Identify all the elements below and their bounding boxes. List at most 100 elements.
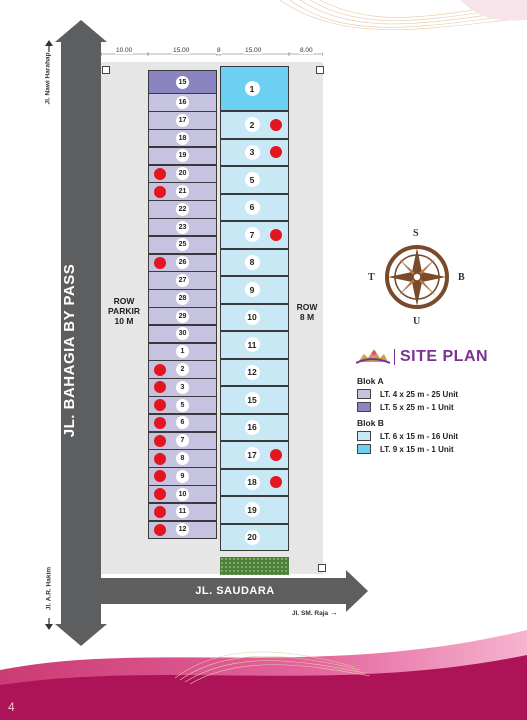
lot-a[interactable]: 28 (148, 289, 217, 308)
lot-number: 6 (176, 416, 189, 430)
decorative-wave-bottom (0, 630, 527, 720)
lot-number: 16 (244, 419, 260, 435)
lot-number: 12 (244, 364, 260, 380)
lot-b[interactable]: 12 (220, 358, 289, 386)
road-vertical (61, 38, 101, 625)
row-right-line1: ROW (296, 302, 318, 312)
lot-b[interactable]: 8 (220, 248, 289, 276)
dim-1: 10.00 (115, 47, 134, 54)
lot-number: 26 (176, 256, 189, 270)
corner-marker-top-right (316, 66, 324, 74)
lot-number: 1 (244, 81, 260, 96)
lot-number: 30 (176, 327, 189, 341)
sold-marker (154, 452, 166, 465)
sold-marker (154, 523, 166, 536)
sold-marker (154, 399, 166, 412)
lot-a[interactable]: 27 (148, 271, 217, 290)
lot-b[interactable]: 9 (220, 276, 289, 304)
lot-a[interactable]: 15 (148, 70, 217, 94)
row-left-line1: ROW (113, 296, 135, 306)
sold-marker (154, 417, 166, 429)
compass-icon (385, 245, 449, 309)
lot-a[interactable]: 1 (148, 342, 217, 361)
lot-a[interactable]: 29 (148, 307, 217, 326)
lot-b[interactable]: 20 (220, 523, 289, 551)
decorative-wave-top (279, 0, 527, 30)
lot-number: 28 (176, 291, 189, 305)
compass-label-top: S (413, 228, 419, 239)
lot-number: 11 (176, 505, 189, 519)
lot-b[interactable]: 5 (220, 166, 289, 194)
road-arrow-bottom (55, 624, 107, 646)
row-left-line3: 10 M (114, 316, 134, 326)
lot-a[interactable]: 5 (148, 396, 217, 415)
dim-5: 8.00 (299, 47, 314, 54)
sold-marker (270, 228, 282, 241)
logo-icon (356, 349, 390, 364)
legend-item-b2: LT. 9 x 15 m - 1 Unit (357, 444, 454, 454)
row-left-line2: PARKIR (108, 306, 140, 316)
lot-a[interactable]: 16 (148, 93, 217, 112)
lot-number: 6 (244, 199, 260, 215)
arrow-top-left (45, 40, 53, 52)
sold-marker (270, 476, 282, 489)
lot-a[interactable]: 2 (148, 360, 217, 379)
lot-number: 1 (176, 345, 189, 359)
lot-number: 3 (176, 380, 189, 394)
corner-marker-top-left (102, 66, 110, 74)
sold-marker (154, 506, 166, 518)
lot-number: 15 (176, 75, 189, 89)
lot-a[interactable]: 21 (148, 182, 217, 201)
lot-number: 10 (244, 309, 260, 325)
row-label-right: ROW 8 M (292, 302, 322, 322)
green-space (220, 557, 289, 575)
lot-number: 8 (244, 254, 260, 270)
lot-number: 21 (176, 185, 189, 199)
legend-blok-b: Blok B (357, 418, 384, 428)
compass-label-right: B (458, 272, 465, 283)
lot-number: 16 (176, 96, 189, 110)
lot-number: 19 (244, 502, 260, 518)
legend-swatch-b2 (357, 444, 371, 454)
lot-b[interactable]: 11 (220, 331, 289, 359)
lot-number: 23 (176, 220, 189, 234)
dim-2: 15.00 (172, 47, 191, 54)
lot-a[interactable]: 18 (148, 129, 217, 148)
legend-title: SITE PLAN (400, 348, 489, 365)
lot-b[interactable]: 2 (220, 111, 289, 139)
legend-item-b1: LT. 6 x 15 m - 16 Unit (357, 431, 458, 441)
lot-b[interactable]: 15 (220, 386, 289, 414)
lot-a[interactable]: 6 (148, 413, 217, 433)
lot-number: 22 (176, 202, 189, 216)
sold-marker (154, 381, 166, 394)
road-arrow-right (346, 570, 368, 612)
lot-a[interactable]: 30 (148, 324, 217, 344)
sold-marker (154, 256, 166, 269)
lot-number: 8 (176, 452, 189, 466)
lot-a[interactable]: 22 (148, 200, 217, 219)
lot-b[interactable]: 16 (220, 413, 289, 441)
lot-number: 15 (244, 392, 260, 408)
lot-b[interactable]: 19 (220, 496, 289, 524)
legend-swatch-a2 (357, 402, 371, 412)
lot-number: 7 (176, 434, 189, 448)
lot-number: 27 (176, 274, 189, 288)
page-number: 4 (8, 700, 15, 714)
lot-a[interactable]: 19 (148, 146, 217, 166)
lot-b[interactable]: 6 (220, 193, 289, 221)
row-label-left: ROW PARKIR 10 M (104, 296, 144, 326)
lot-a[interactable]: 3 (148, 378, 217, 397)
lot-number: 7 (244, 227, 260, 243)
lot-number: 3 (244, 144, 260, 160)
lot-a[interactable]: 9 (148, 467, 217, 486)
lot-a[interactable]: 17 (148, 111, 217, 130)
lot-b[interactable]: 1 (220, 66, 289, 111)
lot-number: 2 (176, 363, 189, 377)
lot-a[interactable]: 23 (148, 218, 217, 237)
sold-marker (154, 185, 166, 198)
lot-a[interactable]: 12 (148, 520, 217, 539)
lot-a[interactable]: 25 (148, 235, 217, 255)
sold-marker (270, 448, 282, 461)
sold-marker (154, 434, 166, 447)
lot-b[interactable]: 10 (220, 303, 289, 331)
